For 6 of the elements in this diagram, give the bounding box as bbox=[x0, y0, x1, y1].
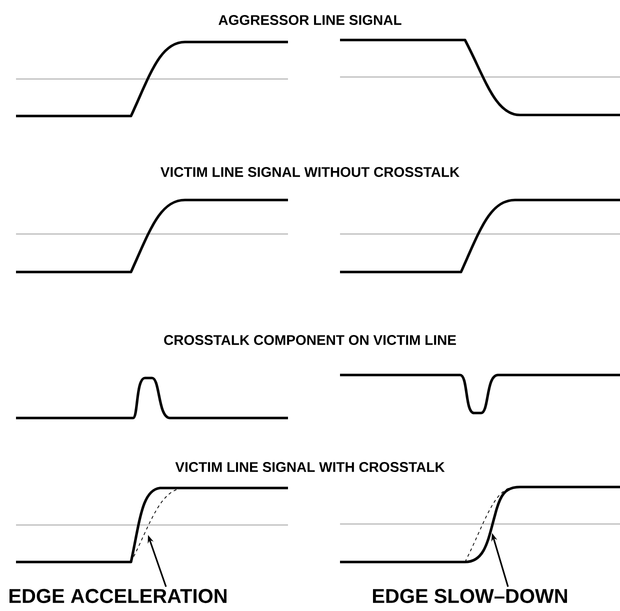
heading: CROSSTALK COMPONENT ON VICTIM LINE bbox=[164, 335, 456, 345]
heading: VICTIM LINE SIGNAL WITHOUT CROSSTALK bbox=[160, 167, 460, 177]
heading: VICTIM LINE SIGNAL WITH CROSSTALK bbox=[175, 462, 445, 472]
callout-text: EDGE SLOW–DOWN bbox=[373, 588, 567, 604]
heading: AGGRESSOR LINE SIGNAL bbox=[218, 15, 402, 25]
callout-text: EDGE ACCELERATION bbox=[10, 588, 226, 604]
